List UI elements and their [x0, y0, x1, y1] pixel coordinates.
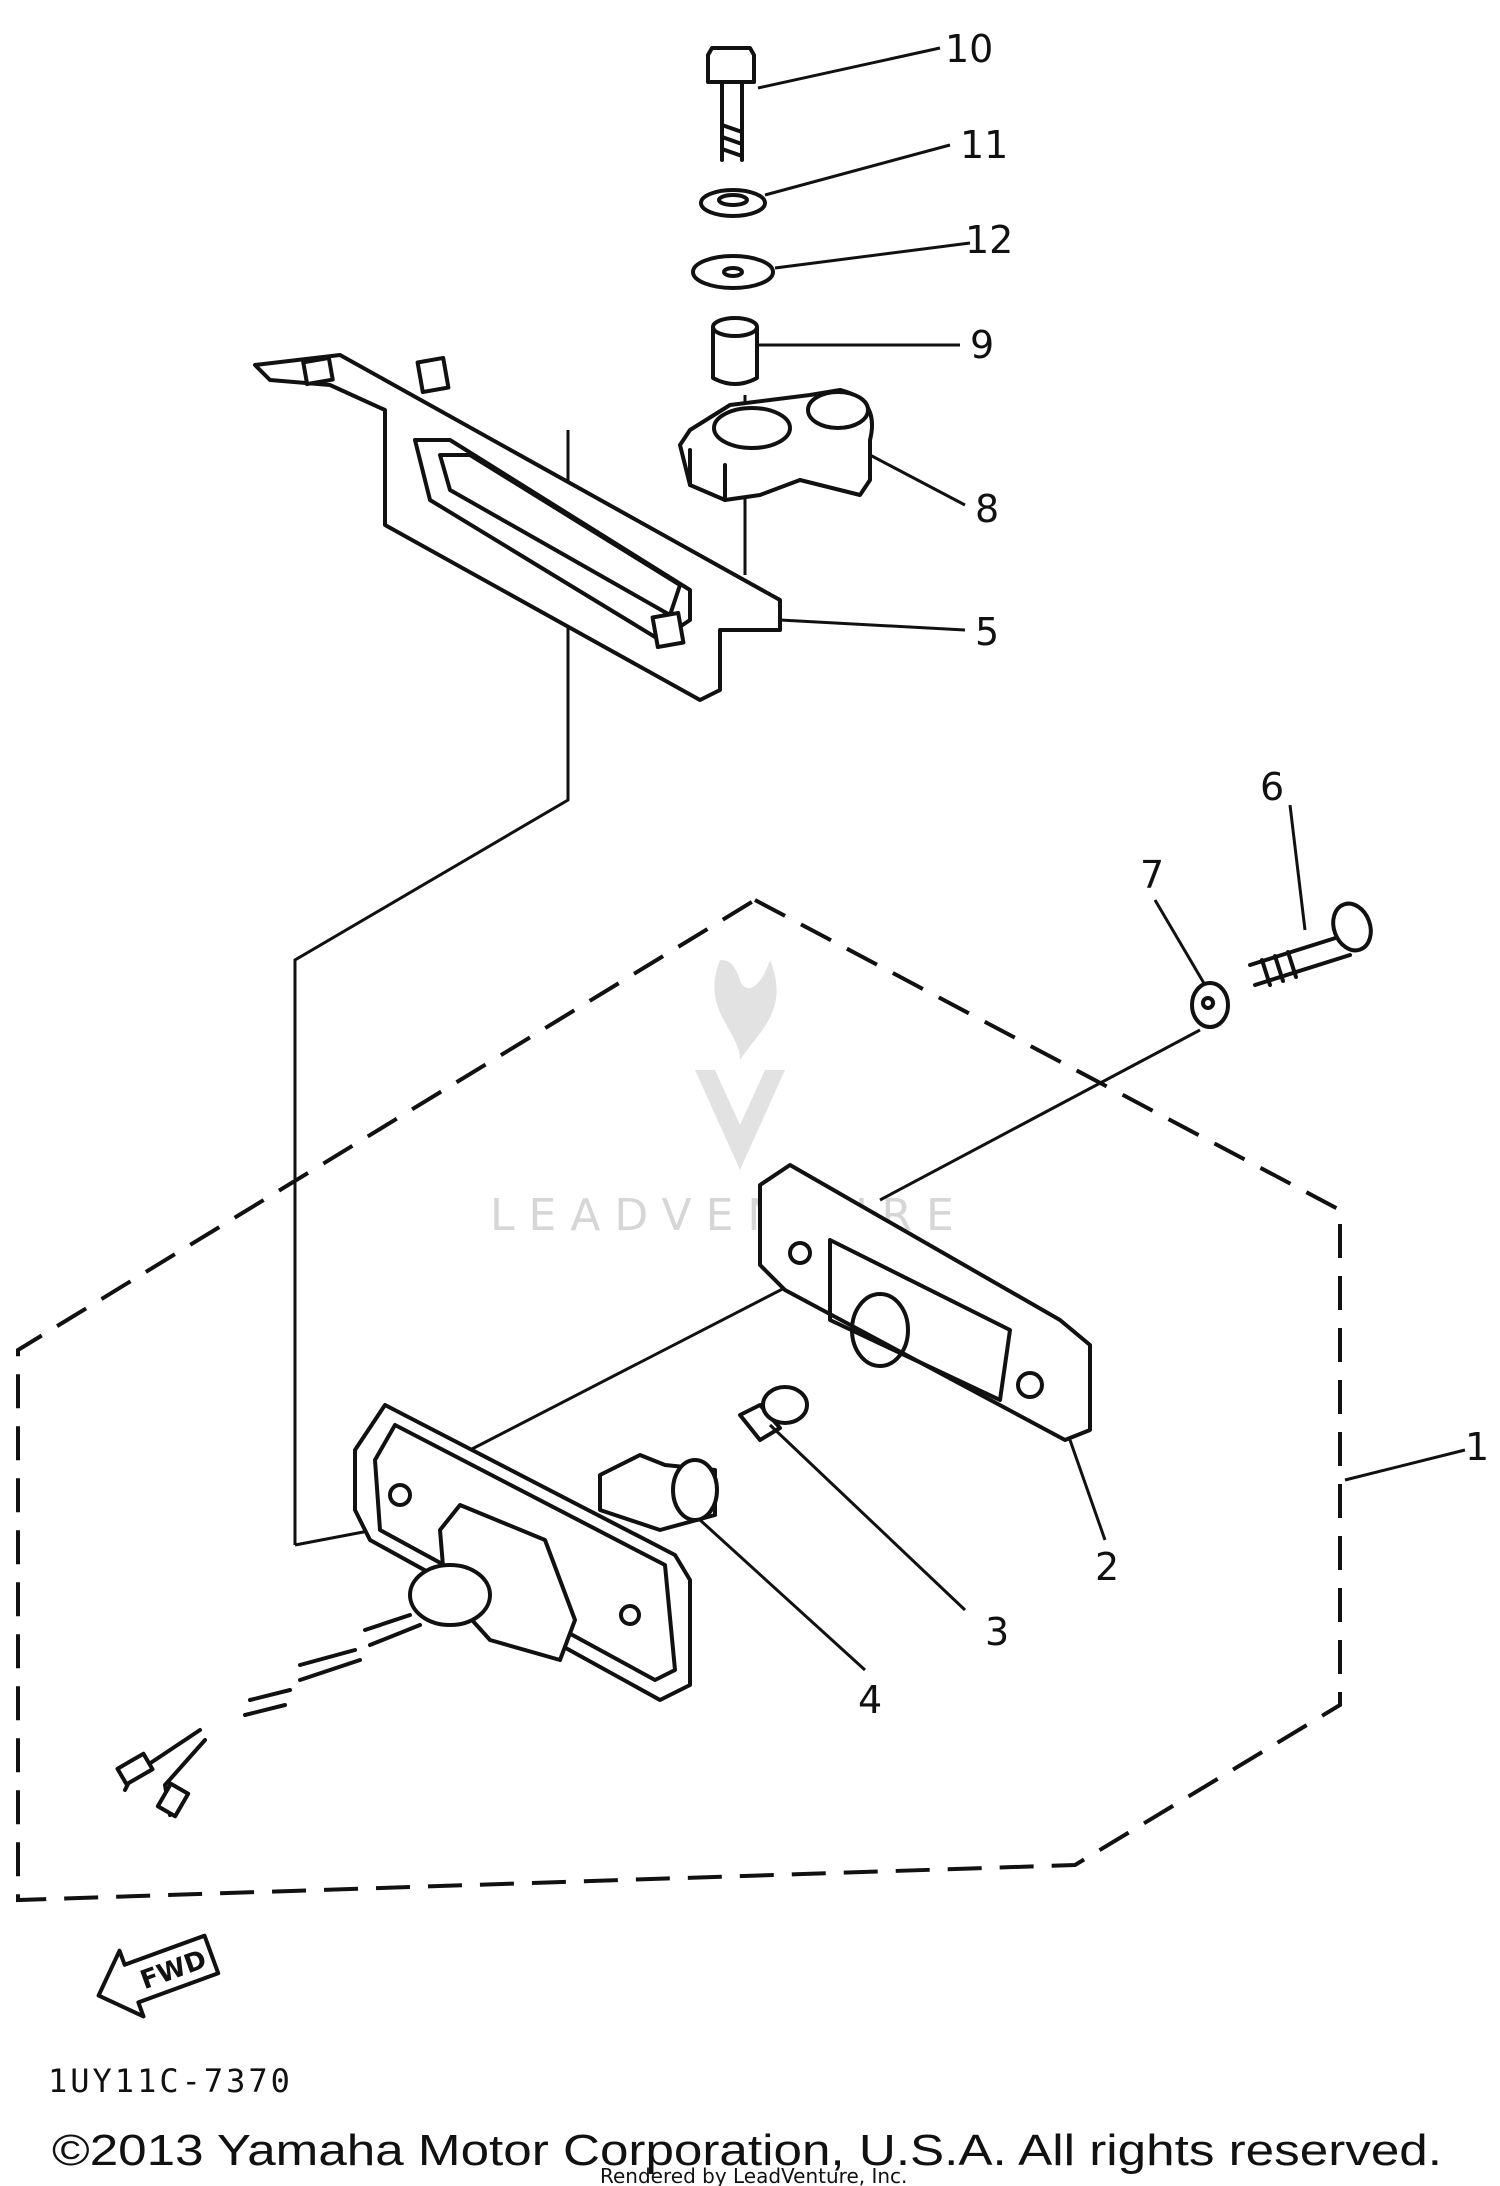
bracket-arm-8: [678, 388, 874, 502]
assembly-outline: [16, 897, 1342, 1903]
callout-5: 5: [975, 610, 999, 654]
callout-9: 9: [970, 323, 994, 367]
copyright-notice: ©2013 Yamaha Motor Corporation, U.S.A. A…: [52, 2126, 1442, 2175]
bulb-3: [738, 1385, 809, 1442]
collar-9: [711, 316, 759, 386]
socket-4: [598, 1453, 719, 1532]
housing-1: [115, 1403, 692, 1819]
diagram-code: 1UY11C-7370: [48, 2062, 293, 2100]
callout-6: 6: [1260, 765, 1284, 809]
license-bracket-5: [253, 353, 782, 702]
callout-labels: 1 2 3 4 5 6 7 8 9 10 11 12: [858, 27, 1489, 1722]
callout-4: 4: [858, 1678, 882, 1722]
rendered-by-notice: Rendered by LeadVenture, Inc.: [600, 2164, 907, 2186]
washer-12: [691, 254, 775, 290]
callout-10: 10: [945, 27, 993, 71]
callout-7: 7: [1140, 853, 1164, 897]
leader-lines: [698, 46, 1466, 1672]
callout-1: 1: [1465, 1425, 1489, 1469]
callout-2: 2: [1095, 1545, 1119, 1589]
lens-2: [758, 1163, 1092, 1442]
callout-12: 12: [965, 218, 1013, 262]
bolt-10: [706, 46, 756, 162]
bolt-6: [1248, 901, 1373, 987]
washer-7: [1190, 981, 1230, 1029]
callout-3: 3: [985, 1610, 1009, 1654]
watermark: LEADVENTURE: [490, 960, 954, 1241]
callout-8: 8: [975, 487, 999, 531]
callout-11: 11: [960, 123, 1008, 167]
forward-arrow: FWD: [96, 1933, 221, 2019]
